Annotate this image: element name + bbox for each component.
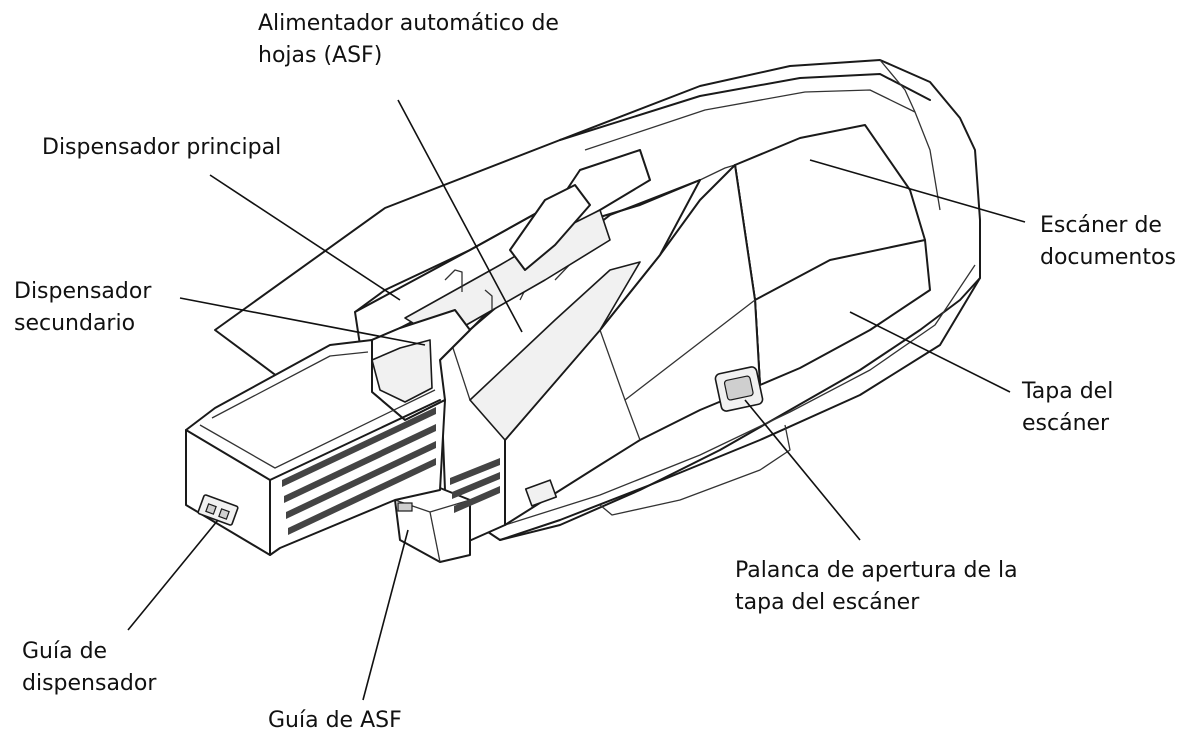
pocket-card-slots [282,407,436,535]
leader-sub-pocket [179,297,426,346]
leader-pocket-guide [127,519,219,631]
asf-card-slots [450,458,500,513]
sub-pocket-inner [371,339,433,403]
label-scanner-line2: documentos [1040,245,1176,270]
leader-asf-guide [362,529,409,701]
asf-guide-tab [397,502,413,512]
leader-asf [397,99,523,333]
label-asf: Alimentador automático de hojas (ASF) [258,8,559,72]
label-scanner: Escáner de documentos [1040,210,1176,274]
label-pocket-guide-line2: dispensador [22,671,157,696]
label-asf-line2: hojas (ASF) [258,43,383,68]
label-asf-guide-line1: Guía de ASF [268,708,402,733]
label-sub-pocket-line2: secundario [14,311,136,336]
label-sub-pocket: Dispensador secundario [14,276,151,340]
label-asf-guide: Guía de ASF [268,705,402,737]
pocket-tray-lip [199,389,436,469]
label-lever: Palanca de apertura de la tapa del escán… [735,555,1018,619]
label-main-pocket-line1: Dispensador principal [42,135,282,160]
leader-lever [744,399,861,541]
label-pocket-guide-line1: Guía de [22,639,108,664]
pocket-tray-lip-2 [211,351,369,419]
asf-tray-inside [469,261,641,441]
label-asf-line1: Alimentador automático de [258,11,559,36]
body-front-crease-2 [599,299,756,401]
leader-scanner [809,159,1026,223]
body-skirt [499,277,981,541]
pocket-latch [444,269,463,292]
label-main-pocket: Dispensador principal [42,132,281,164]
scanner-top-face [699,164,736,181]
leader-main-pocket [209,174,401,301]
top-ridge [559,73,931,141]
front-window [524,479,558,507]
leader-cover [849,311,1011,393]
base-foot [599,424,791,516]
rear-rim [879,59,941,211]
label-cover-line2: escáner [1022,411,1110,436]
body-front-crease [624,399,641,441]
scanner-unit-divider [754,239,926,301]
main-pocket-rim [354,199,561,313]
label-lever-line2: tapa del escáner [735,590,920,615]
label-cover-line1: Tapa del [1022,379,1114,404]
pocket-latch-2 [484,289,493,310]
cover-open-lever-grip [723,375,754,401]
asf-guide-block-edge [429,511,441,563]
label-scanner-line1: Escáner de [1040,213,1162,238]
label-lever-line1: Palanca de apertura de la [735,558,1018,583]
label-sub-pocket-line1: Dispensador [14,279,152,304]
label-cover: Tapa del escáner [1022,376,1113,440]
top-ridge-inner [584,89,916,151]
body-skirt-inner [504,264,976,526]
pocket-divider-fin [509,184,591,271]
label-pocket-guide: Guía de dispensador [22,636,156,700]
pocket-guide-notch [197,494,239,526]
